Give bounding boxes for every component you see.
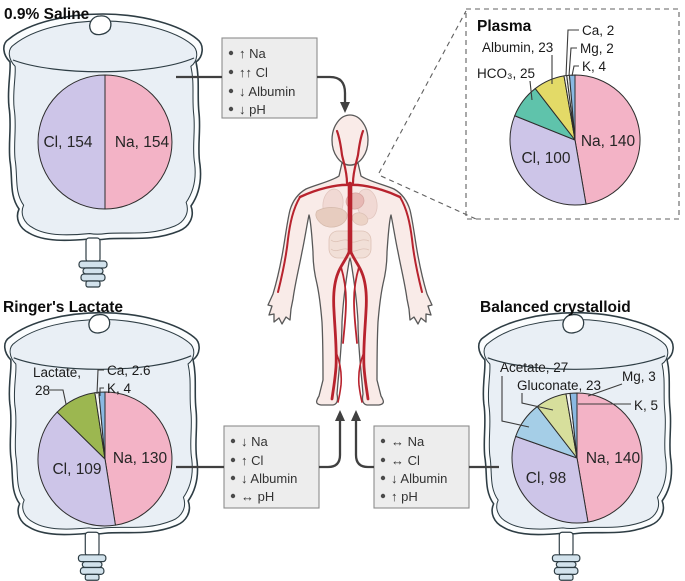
ringers-na-label: Na, 130 [113,450,168,467]
balanced-acetate-label: Acetate, 27 [500,360,568,375]
ringers-lactate-leader [49,389,67,405]
balanced-k-label: K, 5 [634,398,658,413]
saline-effect-line: ↓ Albumin [239,84,295,99]
ringers-effect-line: ↓ Albumin [241,471,297,486]
pie-balanced [511,392,643,524]
pie-slice-Na [576,392,643,523]
balanced-gluconate-label: Gluconate, 23 [517,378,601,393]
balanced-effect-line: ↔ Cl [391,453,420,468]
ringers-lactate-label-line2: 28 [35,383,50,398]
pie-slice-Na [574,74,641,205]
ringers-effect-line: ↓ Na [241,434,269,449]
plasma-albumin-label: Albumin, 23 [482,40,553,55]
plasma-k-leader [571,65,579,77]
saline-na-label: Na, 154 [115,134,170,151]
balanced-effect-line: ↓ Albumin [391,471,447,486]
body-head [331,114,369,166]
plasma-k-label: K, 4 [582,59,607,74]
plasma-hco3-label: HCO₃, 25 [477,66,535,81]
effect-box-ringers: ↓ Na ↑ Cl ↓ Albumin ↔ pH [223,425,320,509]
saline-title: 0.9% Saline [4,6,90,23]
balanced-gluconate-leader [521,393,554,411]
human-figure [267,114,433,406]
saline-effect-line: ↑ Na [239,46,267,61]
plasma-hco3-leader [529,80,533,101]
connector-box-to-feet-left [319,420,342,469]
connector-box-to-feet-right [354,420,374,469]
ringers-effect-line: ↔ pH [241,489,274,504]
pie-ringers [37,391,173,527]
arrow-up-icon [335,410,345,421]
plasma-cl-label: Cl, 100 [521,150,570,167]
plasma-mg-leader [568,47,577,77]
pie-slice-Na [104,391,173,526]
ringers-k-leader [99,387,104,396]
ringers-ca-label: Ca, 2.6 [107,363,151,378]
body-organs [315,188,378,259]
ringers-cl-label: Cl, 109 [52,461,101,478]
ringers-title: Ringer's Lactate [3,299,123,316]
plasma-na-label: Na, 140 [581,133,636,150]
ringers-lactate-label-line1: Lactate, [33,365,81,380]
connector-box-to-head [317,75,347,103]
arrow-down-icon [340,102,350,113]
arrow-up-icon [351,410,361,421]
saline-effect-line: ↓ pH [239,102,266,117]
plasma-title: Plasma [477,18,532,35]
balanced-title: Balanced crystalloid [480,299,631,316]
balanced-mg-leader [587,383,623,397]
saline-effect-line: ↑↑ Cl [239,65,268,80]
pie-slice-Cl [511,435,589,524]
pie-slice-K [569,392,578,459]
ringers-effect-line: ↑ Cl [241,453,264,468]
saline-cl-label: Cl, 154 [43,134,92,151]
plasma-mg-label: Mg, 2 [580,41,614,56]
callout-line-top [378,10,467,174]
pie-slice-Cl [509,115,587,206]
balanced-effect-line: ↔ Na [391,434,425,449]
balanced-cl-label: Cl, 98 [526,470,567,487]
ringers-ca-leader [96,369,104,395]
plasma-callout-box [465,8,680,220]
plasma-ca-leader [565,29,579,77]
balanced-mg-label: Mg, 3 [622,369,656,384]
pie-slice-Cl [37,74,106,210]
ringers-k-label: K, 4 [107,381,132,396]
balanced-effect-line: ↑ pH [391,489,418,504]
balanced-na-label: Na, 140 [586,450,641,467]
pie-slice-Cl [37,411,116,527]
pie-slice-Na [104,74,173,210]
body-arteries [277,129,423,403]
plasma-ca-label: Ca, 2 [582,23,614,38]
pie-slice-K [98,391,106,460]
effect-box-balanced: ↔ Na ↔ Cl ↓ Albumin ↑ pH [373,425,470,509]
pie-saline [37,74,173,210]
balanced-acetate-leader [501,376,530,428]
pie-plasma [509,74,641,206]
effect-box-saline: ↑ Na ↑↑ Cl ↓ Albumin ↓ pH [221,37,318,119]
